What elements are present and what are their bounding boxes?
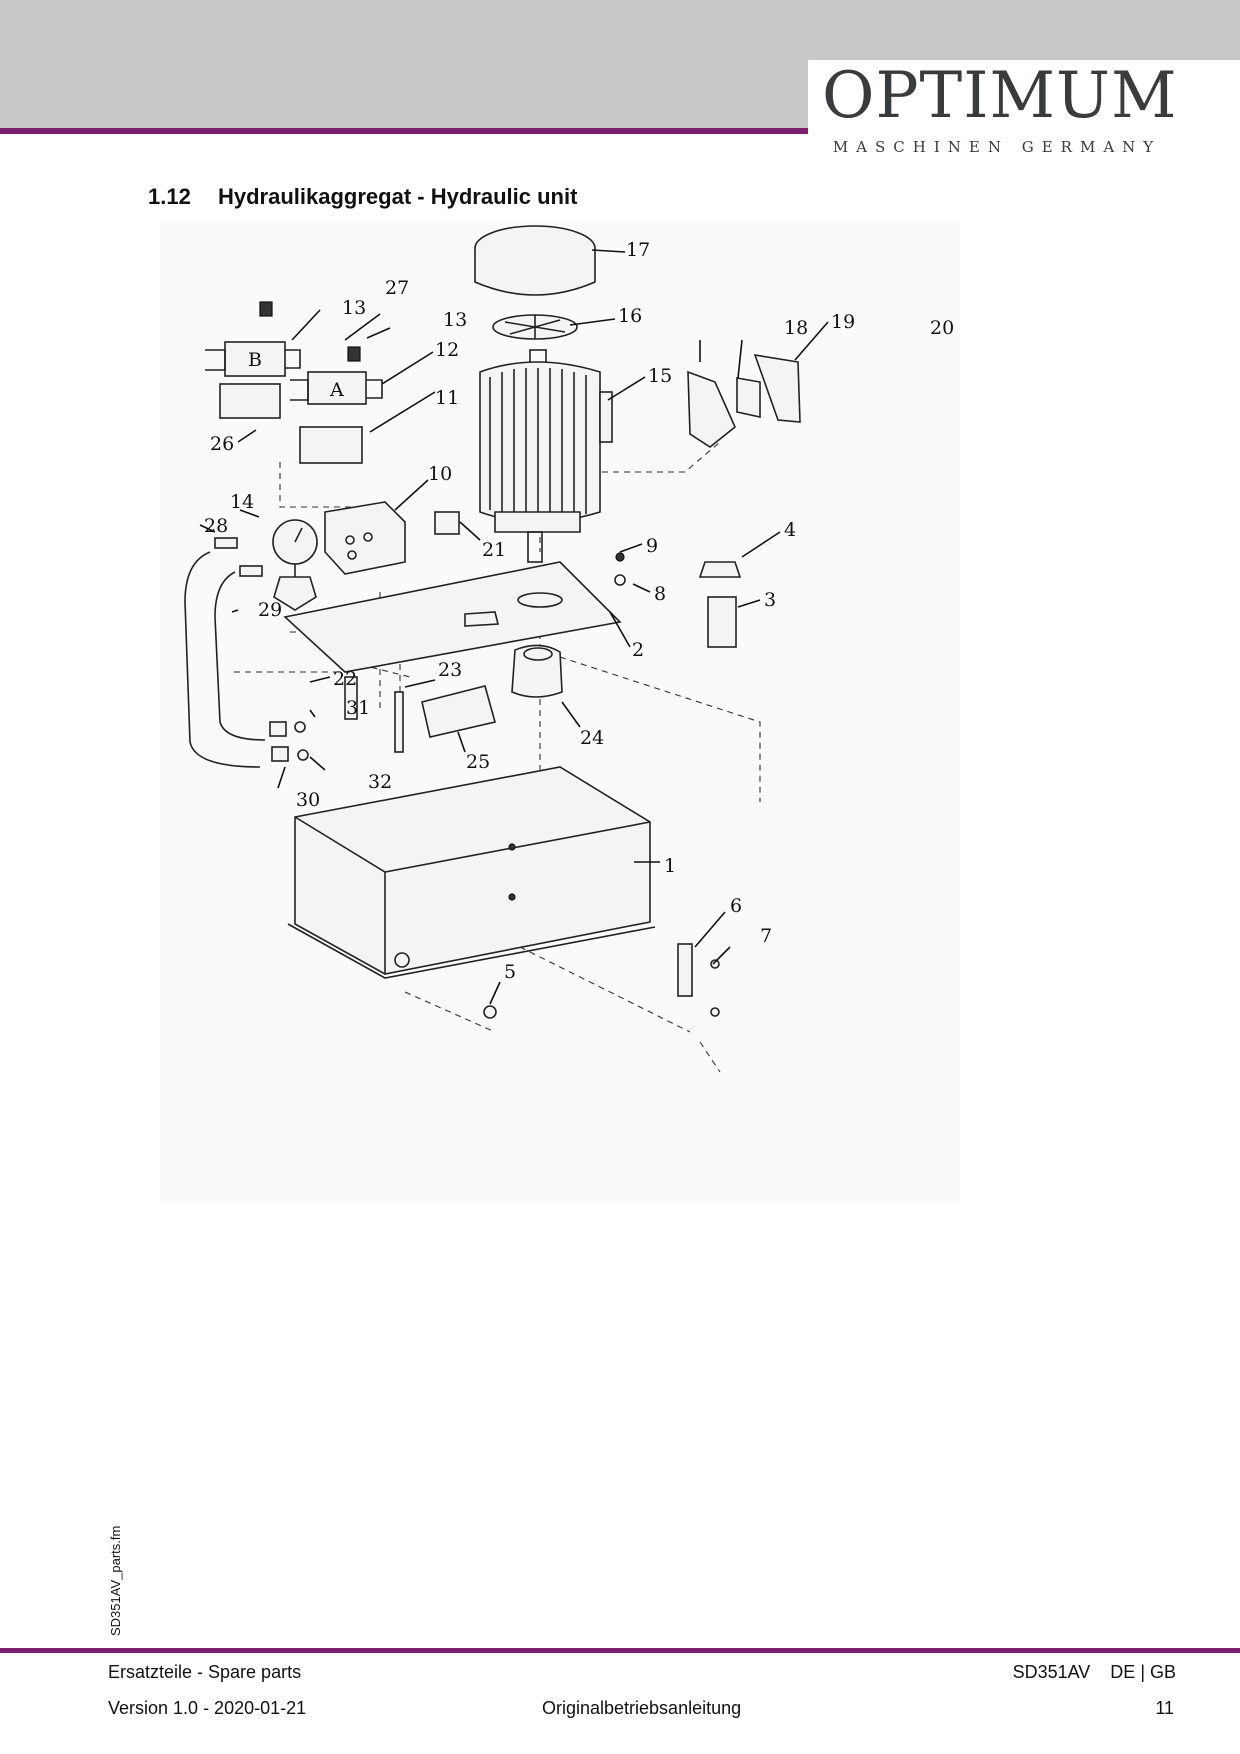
footer-doc-type: Originalbetriebsanleitung (542, 1698, 742, 1718)
callout-14: 14 (230, 491, 254, 513)
callout-27: 27 (385, 277, 409, 299)
callout-16: 16 (618, 305, 642, 327)
callout-26: 26 (210, 433, 234, 455)
footer-version: Version 1.0 - 2020-01-21 (108, 1698, 307, 1718)
brand-logo: OPTIMUM (822, 59, 1178, 133)
callout-28: 28 (204, 515, 228, 537)
callout-24: 24 (580, 727, 604, 749)
callout-13-lower: 13 (443, 309, 467, 331)
callout-15: 15 (648, 365, 672, 387)
valve-mark-a: A (329, 379, 344, 401)
callout-5: 5 (504, 961, 516, 983)
callout-2: 2 (632, 639, 644, 661)
brand-tagline: MASCHINEN GERMANY (832, 138, 1162, 156)
callout-20: 20 (930, 317, 954, 339)
callout-17: 17 (626, 239, 650, 261)
callout-9: 9 (646, 535, 658, 557)
callout-31: 31 (346, 697, 370, 719)
footer-rule (0, 1648, 1240, 1653)
callout-1: 1 (664, 855, 676, 877)
callout-29: 29 (258, 599, 282, 621)
callout-32: 32 (368, 771, 392, 793)
callout-11: 11 (435, 387, 459, 409)
callout-23: 23 (438, 659, 462, 681)
source-file-label: SD351AV_parts.fm (108, 1525, 123, 1636)
callout-19: 19 (831, 311, 855, 333)
callout-30: 30 (296, 789, 320, 811)
exploded-parts-drawing: B A (160, 222, 960, 1202)
callout-18: 18 (784, 317, 808, 339)
footer-model-lang: SD351AV DE | GB (1012, 1662, 1176, 1682)
callout-4: 4 (784, 519, 796, 541)
callout-7: 7 (760, 925, 772, 947)
section-title: Hydraulikaggregat - Hydraulic unit (218, 184, 578, 209)
page-number: 11 (1155, 1698, 1174, 1718)
callout-8: 8 (654, 583, 666, 605)
callout-3: 3 (764, 589, 776, 611)
callout-21: 21 (482, 539, 506, 561)
callout-12: 12 (435, 339, 459, 361)
callout-22: 22 (333, 668, 357, 690)
section-number: 1.12 (148, 184, 191, 209)
logo-box (808, 60, 1240, 166)
valve-mark-b: B (248, 349, 262, 371)
callout-13-upper: 13 (342, 297, 366, 319)
callout-10: 10 (428, 463, 452, 485)
callout-25: 25 (466, 751, 490, 773)
callout-6: 6 (730, 895, 742, 917)
header-rule (0, 128, 1240, 134)
registered-mark: ® (1156, 72, 1168, 86)
footer-chapter: Ersatzteile - Spare parts (108, 1662, 302, 1682)
